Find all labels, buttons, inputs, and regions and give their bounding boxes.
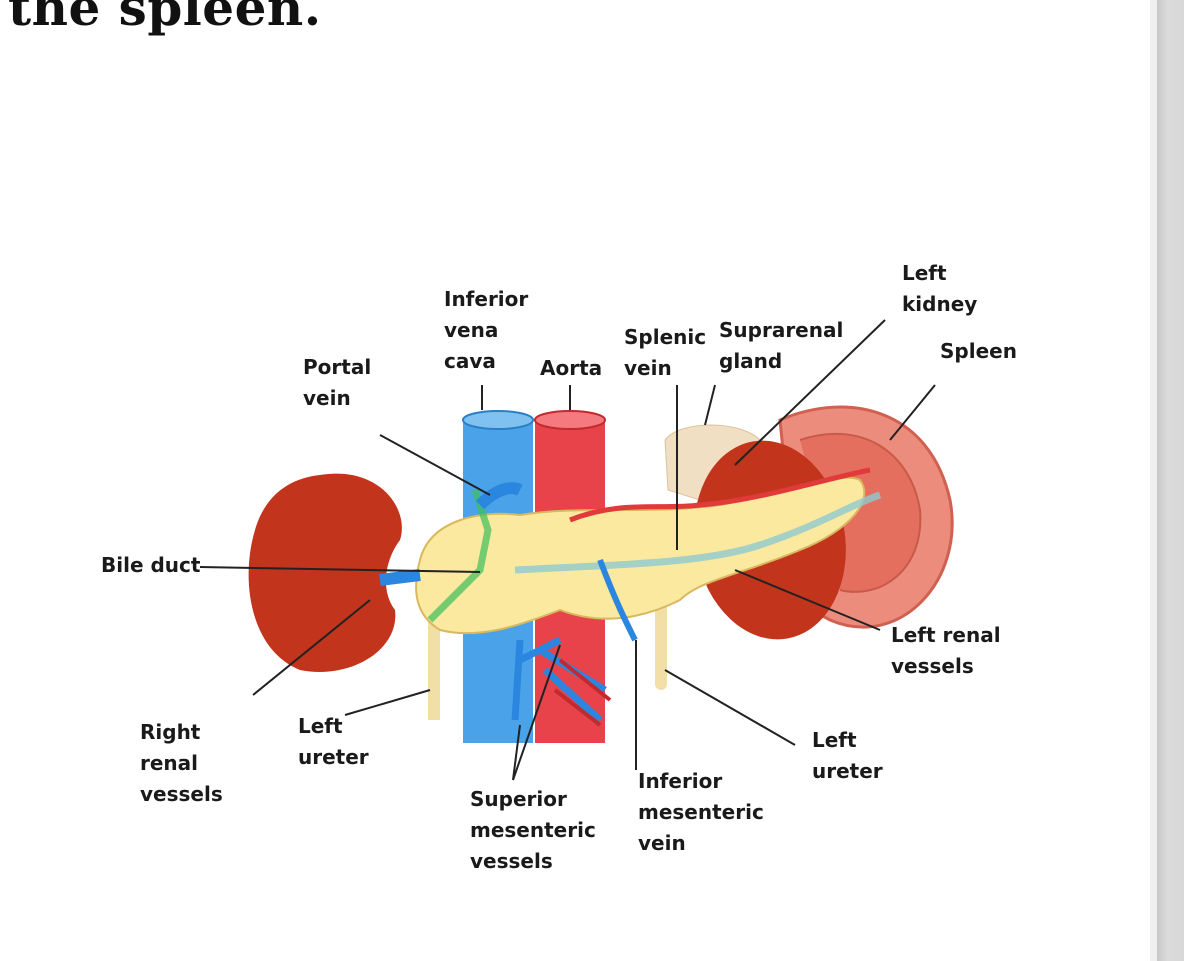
label-left-renal-vessels: Left renal vessels (891, 623, 1001, 678)
label-left-kidney: Left kidney (902, 261, 978, 316)
label-right-renal-vessels: Right renal vessels (140, 720, 223, 806)
label-left-ureter-2: Left ureter (812, 728, 883, 783)
leader-lines (199, 319, 936, 781)
label-aorta: Aorta (540, 356, 603, 380)
label-bile-duct: Bile duct (101, 553, 201, 577)
label-suprarenal-gland: Suprarenal gland (719, 318, 844, 373)
scrollbar[interactable] (1157, 0, 1184, 961)
splenic-vein (514, 491, 882, 574)
label-left-ureter: Left ureter (298, 714, 369, 769)
inferior-mesenteric-vein (597, 558, 638, 642)
label-inferior-mesenteric-vein: Inferior mesenteric vein (638, 769, 764, 855)
splenic-artery (569, 467, 871, 523)
label-splenic-vein: Splenic vein (624, 325, 707, 380)
label-superior-mesenteric-vessels: Superior mesenteric vessels (470, 787, 596, 873)
label-inferior-vena-cava: Inferior vena cava (444, 287, 529, 373)
label-portal-vein: Portal vein (303, 355, 372, 410)
right-kidney (248, 473, 402, 672)
page-gutter (1150, 0, 1158, 961)
pancreas (415, 476, 866, 635)
label-spleen: Spleen (940, 339, 1017, 363)
left-ureter (655, 600, 667, 690)
pancreas-anatomy-diagram (199, 319, 954, 781)
page-heading: the spleen. (8, 0, 322, 37)
superior-mesenteric-vessels (511, 636, 607, 723)
portal-vein (379, 482, 523, 586)
right-ureter (428, 620, 440, 720)
bile-duct-green (427, 488, 492, 623)
